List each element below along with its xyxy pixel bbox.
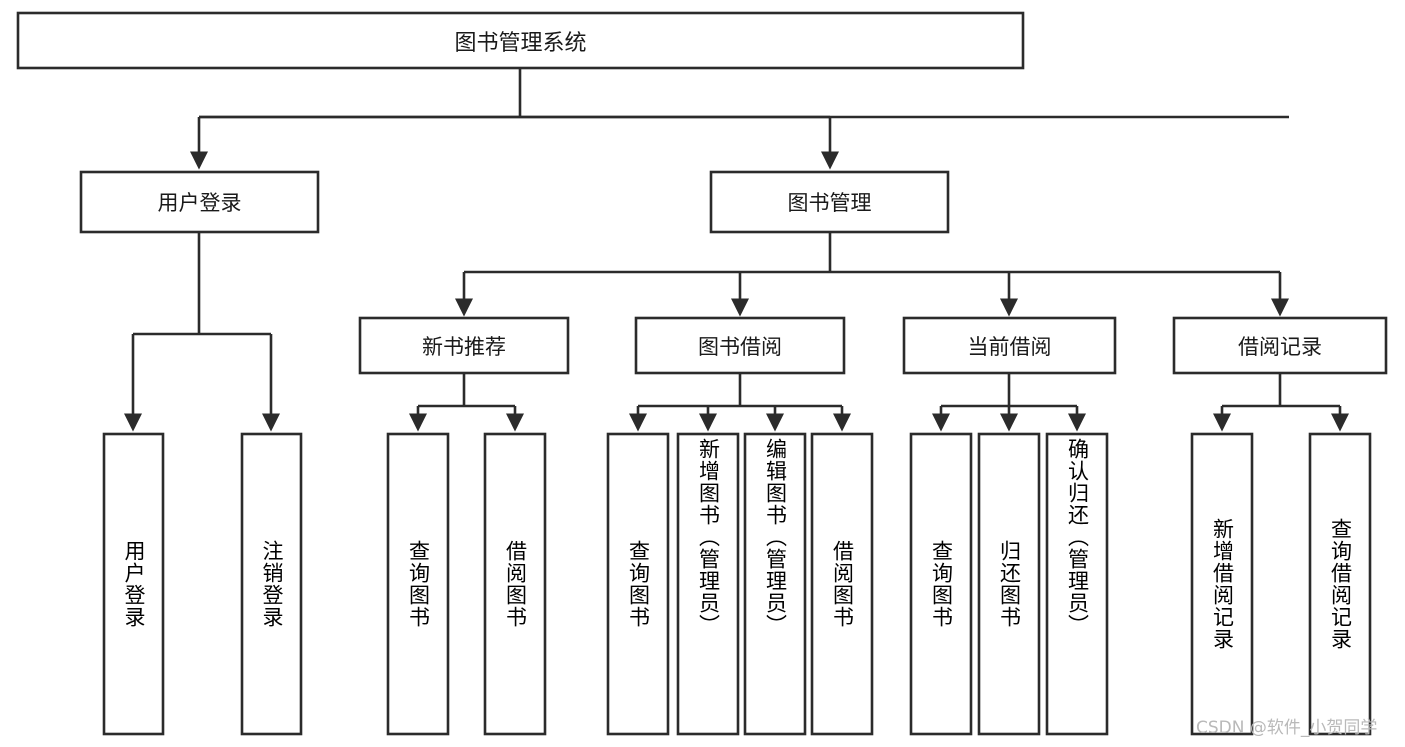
connector-root-to-level2 [189, 68, 1289, 170]
leaf-label: 确认归还（管理员） [1065, 438, 1090, 636]
leaf-label: 查询图书 [406, 540, 431, 628]
leaf-label: 归还图书 [997, 540, 1022, 628]
leaf-label: 新增图书（管理员） [696, 438, 721, 636]
leaf-label: 查询图书 [626, 540, 651, 628]
leaf-label: 用户登录 [122, 540, 146, 628]
leaf-currentborrow-query[interactable]: 查询图书 [909, 432, 973, 736]
connector-currentborrow-to-leaves [931, 373, 1087, 432]
leaf-bookborrow-query[interactable]: 查询图书 [606, 432, 670, 736]
leaf-label: 注销登录 [260, 540, 284, 628]
leaf-label: 新增借阅记录 [1210, 518, 1235, 650]
leaf-borrowrecord-add[interactable]: 新增借阅记录 [1190, 432, 1254, 736]
leaf-label: 编辑图书（管理员） [763, 438, 788, 636]
leaf-label: 查询借阅记录 [1328, 518, 1353, 650]
leaf-user-login-logout[interactable]: 注销登录 [240, 432, 303, 736]
connector-newbook-to-leaves [408, 373, 525, 432]
node-current-borrow-label: 当前借阅 [967, 334, 1052, 359]
leaf-user-login-login[interactable]: 用户登录 [102, 432, 165, 736]
connector-userlogin-to-leaves [123, 232, 281, 432]
node-book-borrow[interactable]: 图书借阅 [634, 316, 846, 375]
node-root-label: 图书管理系统 [454, 30, 587, 56]
node-new-book-recommend[interactable]: 新书推荐 [358, 316, 570, 375]
leaf-currentborrow-confirm[interactable]: 确认归还（管理员） [1045, 432, 1109, 736]
node-root[interactable]: 图书管理系统 [16, 11, 1025, 70]
node-user-login[interactable]: 用户登录 [79, 170, 320, 234]
leaf-label: 查询图书 [929, 540, 954, 628]
node-current-borrow[interactable]: 当前借阅 [902, 316, 1117, 375]
node-book-management[interactable]: 图书管理 [709, 170, 950, 234]
leaf-newbook-borrow[interactable]: 借阅图书 [483, 432, 547, 736]
leaf-bookborrow-borrow[interactable]: 借阅图书 [810, 432, 874, 736]
leaf-label: 借阅图书 [503, 540, 528, 628]
leaf-newbook-query[interactable]: 查询图书 [386, 432, 450, 736]
leaf-bookborrow-edit[interactable]: 编辑图书（管理员） [743, 432, 807, 736]
node-borrow-record[interactable]: 借阅记录 [1172, 316, 1388, 375]
node-user-login-label: 用户登录 [157, 191, 242, 215]
node-book-borrow-label: 图书借阅 [698, 334, 782, 359]
connector-bookborrow-to-leaves [628, 373, 852, 432]
leaf-borrowrecord-query[interactable]: 查询借阅记录 [1308, 432, 1372, 736]
connector-bookmgmt-to-level3 [454, 232, 1290, 317]
node-new-book-recommend-label: 新书推荐 [422, 334, 506, 359]
connector-borrowrecord-to-leaves [1212, 373, 1350, 432]
leaf-label: 借阅图书 [830, 540, 855, 628]
node-book-management-label: 图书管理 [787, 191, 872, 215]
leaf-currentborrow-return[interactable]: 归还图书 [977, 432, 1041, 736]
node-borrow-record-label: 借阅记录 [1238, 334, 1322, 359]
leaf-bookborrow-add[interactable]: 新增图书（管理员） [676, 432, 740, 736]
